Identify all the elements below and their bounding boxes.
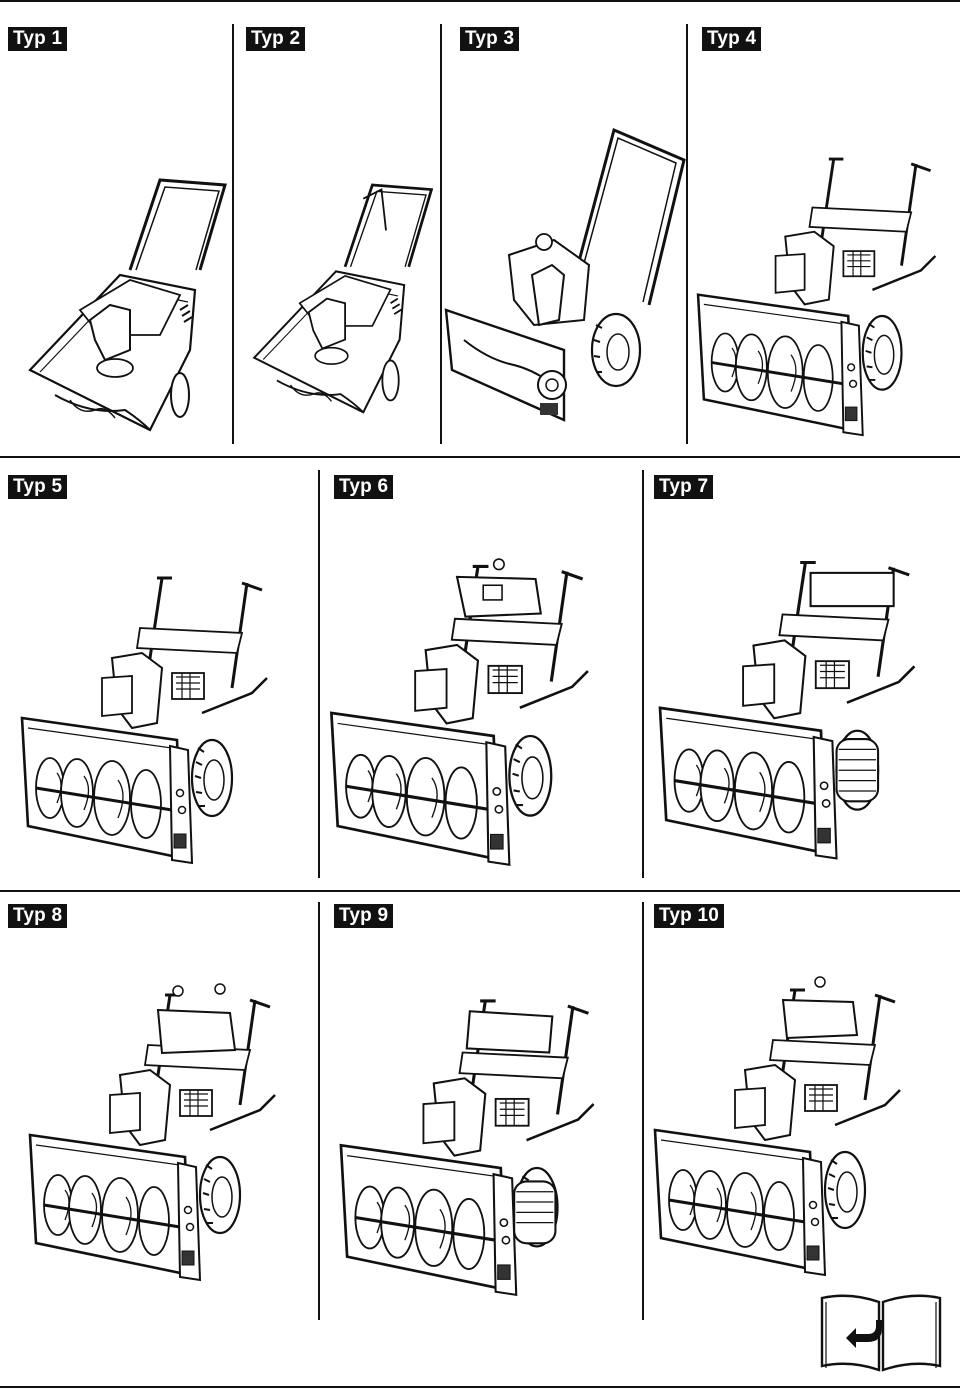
type-label: Typ 6: [334, 475, 394, 499]
type-label: Typ 4: [702, 27, 762, 51]
type-label: Typ 10: [654, 904, 724, 928]
type-label: Typ 5: [8, 475, 68, 499]
type-label: Typ 8: [8, 904, 68, 928]
two-stage-snowblower-drawing: [329, 558, 590, 867]
type-label: Typ 7: [654, 475, 714, 499]
column-divider: [318, 902, 320, 1320]
type-label: Typ 1: [8, 27, 68, 51]
bottom-rule: [0, 1386, 960, 1388]
column-divider: [686, 24, 688, 444]
row-divider-1: [0, 456, 960, 458]
column-divider: [318, 470, 320, 878]
type-label: Typ 9: [334, 904, 394, 928]
single-stage-snowblower-drawing: [252, 183, 433, 414]
column-divider: [642, 470, 644, 878]
two-stage-snowblower-drawing: [653, 976, 902, 1277]
top-rule: [0, 0, 960, 2]
column-divider: [232, 24, 234, 444]
tracked-two-stage-snowblower-drawing: [339, 999, 596, 1297]
column-divider: [642, 902, 644, 1320]
type-label: Typ 2: [246, 27, 306, 51]
tracked-two-stage-snowblower-drawing: [658, 560, 916, 861]
two-stage-snowblower-drawing: [696, 157, 937, 437]
two-stage-snowblower-drawing: [20, 576, 269, 865]
compact-two-stage-snowblower-drawing: [444, 127, 686, 422]
two-stage-snowblower-drawing: [28, 983, 277, 1282]
row-divider-2: [0, 890, 960, 892]
single-stage-snowblower-drawing: [28, 178, 227, 432]
column-divider: [440, 24, 442, 444]
type-label: Typ 3: [460, 27, 520, 51]
turn-page-book-icon: [820, 1294, 942, 1372]
